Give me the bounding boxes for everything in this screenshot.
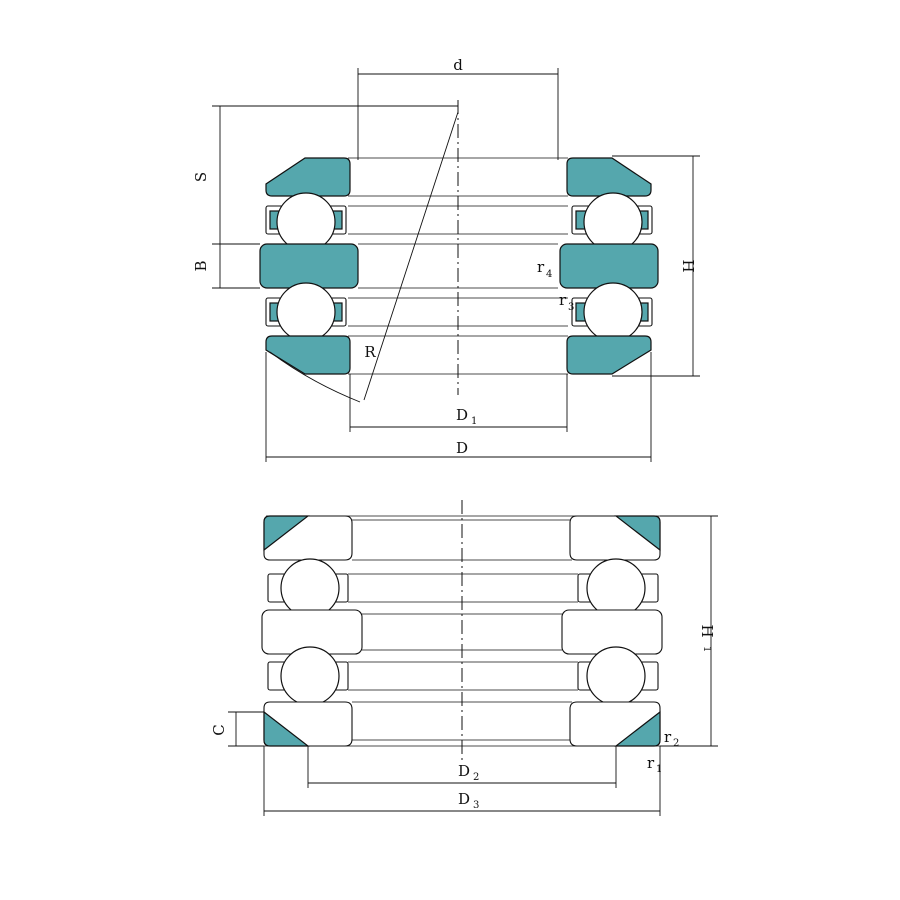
ball-lower-left: [276, 282, 336, 342]
dim-D2: D 2: [307, 746, 617, 788]
dim-R: R: [269, 111, 459, 403]
label-R: R: [364, 343, 376, 361]
label-H1: H: [698, 624, 716, 637]
label-d: d: [453, 56, 463, 74]
label-S: S: [192, 172, 210, 182]
label-r2: r: [664, 728, 672, 746]
label-D1: D: [456, 406, 468, 424]
housing-washer-top-left: [265, 157, 351, 197]
label-r4-sub: 4: [546, 269, 552, 280]
label-D1-sub: 1: [471, 416, 477, 427]
label-D2: D: [458, 762, 470, 780]
label-H1-sub: 1: [701, 646, 712, 652]
label-r4: r: [537, 258, 545, 276]
housing-washer-top-right: [566, 157, 652, 197]
ball-upper-left: [276, 192, 336, 252]
dim-H1: H 1: [660, 515, 718, 747]
label-r1-sub: 1: [656, 764, 662, 775]
label-D3-sub: 3: [473, 800, 479, 811]
ball-lower-right: [583, 282, 643, 342]
upper-view: d: [192, 56, 700, 462]
housing-washer-bottom-left: [265, 335, 351, 375]
lower-teal-corner-top-right: [614, 515, 661, 552]
dim-D3: D 3: [263, 746, 661, 816]
label-H: H: [679, 259, 697, 272]
label-D3: D: [458, 790, 470, 808]
label-B: B: [192, 260, 210, 271]
shaft-washer-right: [559, 243, 659, 289]
dim-d: d: [357, 56, 559, 160]
dim-D1: D 1: [349, 374, 568, 432]
lower-ball-upper-left: [280, 558, 340, 618]
label-D: D: [456, 439, 468, 457]
dim-D: D: [265, 352, 652, 462]
housing-washer-bottom-right: [566, 335, 652, 375]
lower-teal-corner-top-left: [263, 515, 310, 552]
label-r1: r: [647, 754, 655, 772]
shaft-washer-left: [259, 243, 359, 289]
dim-C: C: [210, 711, 264, 747]
lower-ball-lower-left: [280, 646, 340, 706]
lower-ball-lower-right: [586, 646, 646, 706]
ball-upper-right: [583, 192, 643, 252]
label-C: C: [210, 724, 228, 735]
label-r3: r: [559, 291, 567, 309]
dim-H: H: [612, 155, 700, 377]
lower-ball-upper-right: [586, 558, 646, 618]
dim-S: S: [192, 105, 458, 245]
lower-view: H 1 C r 2 r 1 D 2 D 3: [210, 500, 718, 816]
label-r3-sub: 3: [568, 302, 574, 313]
dim-B: B: [192, 244, 260, 289]
label-r2-sub: 2: [673, 738, 679, 749]
label-D2-sub: 2: [473, 772, 479, 783]
